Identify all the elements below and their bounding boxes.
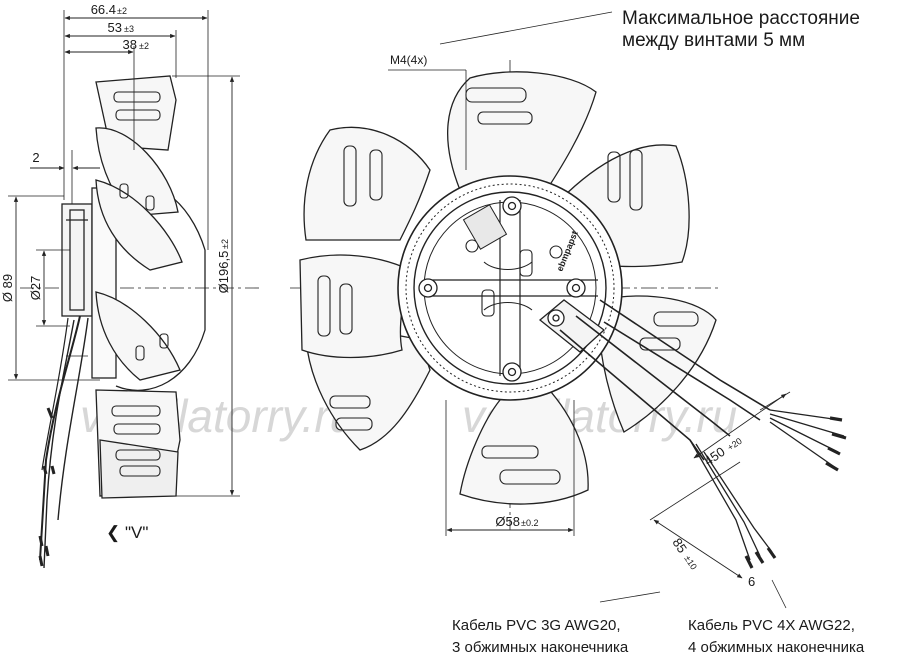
dim-overall-depth: 66.4 xyxy=(91,2,116,17)
dim-dia-89: Ø 89 xyxy=(0,274,15,302)
dim-dia-196-tol: ±2 xyxy=(220,239,230,249)
dim-strip-85-tol: ±10 xyxy=(682,554,699,572)
dim-dia-27: Ø27 xyxy=(28,276,43,301)
note-cable-4x-line2: 4 обжимных наконечника xyxy=(688,639,865,656)
note-screw-distance-line2: между винтами 5 мм xyxy=(622,30,805,51)
side-view xyxy=(8,10,260,569)
dim-depth-53-tol: ±3 xyxy=(124,24,134,34)
note-cable-4x-line1: Кабель PVC 4X AWG22, xyxy=(688,617,855,634)
dim-cable-450: 450 xyxy=(701,444,727,469)
note-cable-3g-line1: Кабель PVC 3G AWG20, xyxy=(452,617,621,634)
front-view xyxy=(290,11,847,609)
dim-overall-depth-tol: ±2 xyxy=(117,6,127,16)
dim-depth-38: 38 xyxy=(123,37,137,52)
dim-depth-53: 53 xyxy=(108,20,122,35)
note-screw-distance-line1: Максимальное расстояние xyxy=(622,8,860,29)
dim-offset-2: 2 xyxy=(32,150,39,165)
dim-screw: M4(4x) xyxy=(390,53,427,67)
view-marker: ❮ "V" xyxy=(106,523,148,543)
dim-depth-38-tol: ±2 xyxy=(139,41,149,51)
dim-dia-58-tol: ±0.2 xyxy=(521,518,538,528)
dim-strip-6: 6 xyxy=(748,574,755,589)
dim-strip-85: 85 xyxy=(670,535,691,555)
dim-dia-196: Ø196,5 xyxy=(216,251,231,294)
dim-dia-58: Ø58 xyxy=(495,514,520,529)
note-cable-3g-line2: 3 обжимных наконечника xyxy=(452,639,629,656)
